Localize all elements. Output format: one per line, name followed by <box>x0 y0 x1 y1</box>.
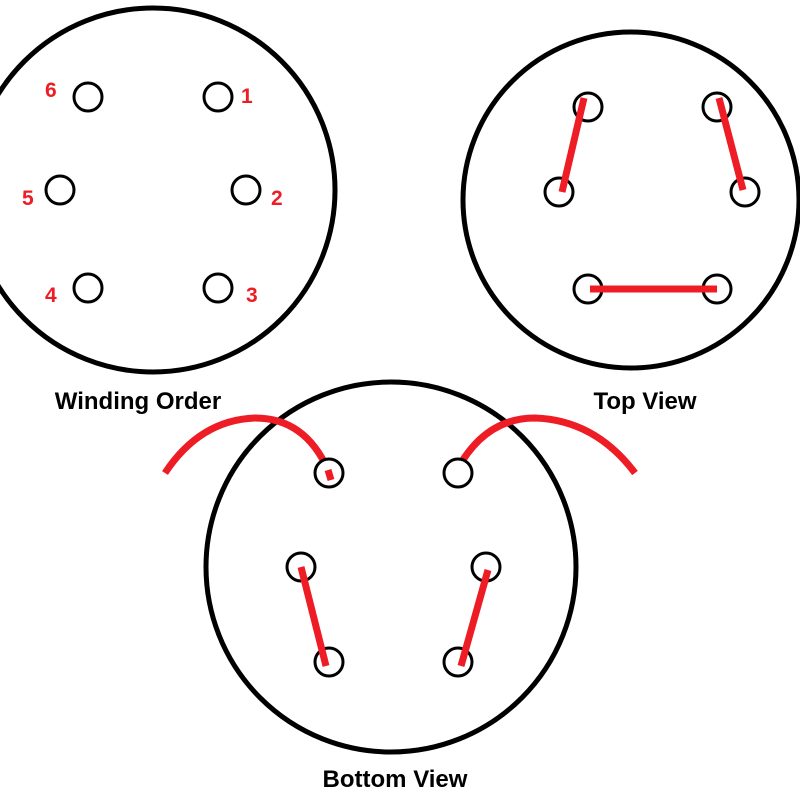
winding-order-outline <box>0 5 338 375</box>
hole-2 <box>230 174 262 206</box>
lead-wire-left-end <box>324 468 335 482</box>
hole-3 <box>202 272 234 304</box>
lead-wire-left <box>162 414 332 475</box>
bottom-view-title: Bottom View <box>323 766 468 793</box>
hole <box>543 176 575 208</box>
top-view-outline <box>460 29 800 371</box>
wire-right <box>457 569 492 667</box>
lead-wire-right <box>453 414 638 476</box>
wire-left <box>297 566 330 667</box>
hole <box>442 457 474 489</box>
hole <box>729 176 761 208</box>
wire-right <box>715 97 747 191</box>
hole-5 <box>44 174 76 206</box>
label-4: 4 <box>45 284 57 307</box>
bottom-view-diagram: Bottom View <box>162 379 638 793</box>
winding-order-diagram: 1 2 3 4 5 6 Winding Order <box>0 5 338 415</box>
label-2: 2 <box>271 187 283 210</box>
label-3: 3 <box>246 284 258 307</box>
top-view-diagram: Top View <box>460 29 800 415</box>
label-5: 5 <box>22 187 34 210</box>
winding-order-title: Winding Order <box>55 388 221 415</box>
hole-4 <box>72 272 104 304</box>
top-view-title: Top View <box>593 388 696 415</box>
label-6: 6 <box>45 79 57 102</box>
hole-6 <box>72 81 104 113</box>
hole-1 <box>202 81 234 113</box>
wire-left <box>558 97 588 193</box>
bottom-view-outline <box>203 379 579 755</box>
label-1: 1 <box>241 85 253 108</box>
